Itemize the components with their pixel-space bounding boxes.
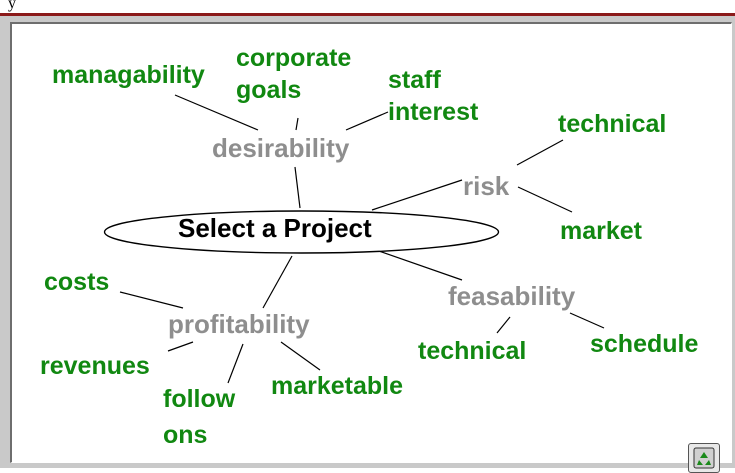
leaf-follow: follow xyxy=(163,385,236,413)
leaf-risk-technical: technical xyxy=(558,110,667,138)
line-follow-ons xyxy=(227,343,244,384)
branch-profitability: profitability xyxy=(168,309,310,339)
leaf-costs: costs xyxy=(44,268,110,296)
leaf-interest: interest xyxy=(388,98,479,126)
line-risk-market xyxy=(517,186,573,213)
branch-desirability: desirability xyxy=(212,133,350,163)
line-staff-interest xyxy=(345,111,389,131)
leaf-marketable: marketable xyxy=(271,372,404,400)
line-managability xyxy=(174,94,259,131)
branch-feasability: feasability xyxy=(448,281,576,311)
line-risk-center xyxy=(371,179,463,211)
line-profitability-center xyxy=(262,255,293,309)
leaf-ons: ons xyxy=(163,421,208,449)
leaf-schedule: schedule xyxy=(590,330,699,358)
leaf-revenues: revenues xyxy=(40,352,150,380)
header-fragment: y xyxy=(8,0,16,12)
center-ellipse xyxy=(103,210,500,254)
leaf-managability: managability xyxy=(52,61,205,89)
line-feas-technical xyxy=(496,316,511,334)
leaf-corporate: corporate xyxy=(236,44,352,72)
line-feasability-center xyxy=(375,249,463,281)
top-border-bar: y xyxy=(0,0,735,16)
leaf-staff: staff xyxy=(388,66,441,94)
connector-lines xyxy=(103,94,605,384)
diagram-frame: Select a Project desirability risk feasa… xyxy=(0,16,735,473)
line-corporate-goals xyxy=(295,117,299,131)
line-schedule xyxy=(569,312,605,329)
leaf-goals: goals xyxy=(236,76,302,104)
recycle-icon[interactable] xyxy=(688,443,720,473)
center-label: Select a Project xyxy=(178,213,372,243)
leaf-market: market xyxy=(560,217,642,245)
red-border-line xyxy=(0,13,735,16)
line-desirability-center xyxy=(294,166,301,209)
recycle-icon-glyph xyxy=(693,447,715,469)
line-costs xyxy=(119,291,184,309)
leaf-feas-technical: technical xyxy=(418,337,527,365)
line-marketable xyxy=(280,341,321,371)
line-risk-technical xyxy=(516,139,564,166)
line-revenues xyxy=(167,341,194,352)
branch-risk: risk xyxy=(463,171,510,201)
